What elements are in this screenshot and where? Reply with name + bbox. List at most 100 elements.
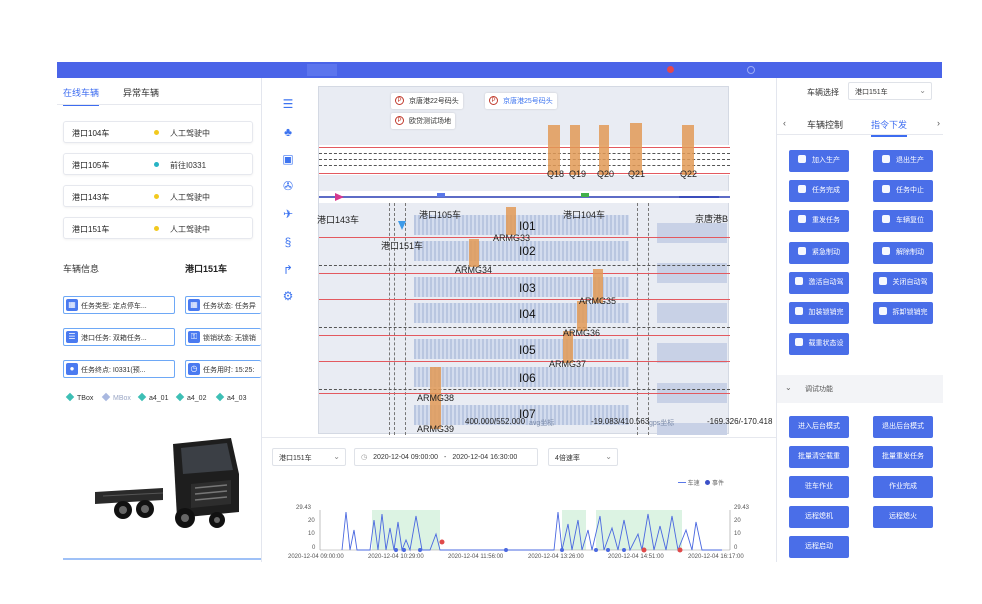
install-lock-button[interactable]: 加装锁销完 [789,302,849,324]
event-point[interactable] [594,548,598,552]
remote-start-button[interactable]: 远程启动 [789,536,849,558]
quay-crane[interactable] [599,125,609,175]
clear-load-button[interactable]: 批量清空载重 [789,446,849,468]
vehicle-icon[interactable]: ▣ [282,152,294,166]
button-label: 远程熄火 [889,513,917,520]
time-range-picker[interactable]: ◷ 2020-12-04 09:00:00 - 2020-12-04 16:30… [354,448,538,466]
batch-resend-button[interactable]: 批量重发任务 [873,446,933,468]
vehicle-row[interactable]: 港口104车 人工驾驶中 [63,121,253,143]
remove-lock-button[interactable]: 拆卸锁销完 [873,302,933,324]
yard-crane[interactable] [469,239,479,267]
event-point[interactable] [641,547,647,553]
clock-icon: ◷ [188,363,200,375]
vehicle-row[interactable]: 港口151车 人工驾驶中 [63,217,253,239]
remote-shutdown-button[interactable]: 远程熄机 [789,506,849,528]
chevron-right-icon[interactable]: › [937,118,940,128]
emergency-brake-button[interactable]: 紧急制动 [789,242,849,264]
operation-complete-button[interactable]: 作业完成 [873,476,933,498]
speed-select[interactable]: 4倍速率⌄ [548,448,618,466]
playback-vehicle-select[interactable]: 港口151车⌄ [272,448,346,466]
event-point[interactable] [394,548,398,552]
event-point[interactable] [606,548,610,552]
nav-item-active[interactable] [307,64,337,76]
yard-crane[interactable] [577,301,587,331]
vehicle-label[interactable]: 港口104车 [563,210,606,220]
settings-icon[interactable]: ⚙ [282,289,294,303]
vehicle-select[interactable]: 港口151车⌄ [848,82,932,100]
vehicle-label[interactable]: 港口143车 [317,215,360,225]
tab-online-vehicles[interactable]: 在线车辆 [63,86,100,106]
user-icon[interactable] [747,66,755,74]
event-point[interactable] [677,547,683,553]
event-point[interactable] [402,548,406,552]
event-point[interactable] [622,548,626,552]
vehicle-marker[interactable] [581,193,589,197]
parking-operation-button[interactable]: 驻车作业 [789,476,849,498]
vehicle-row[interactable]: 港口143车 人工驾驶中 [63,185,253,207]
block-label: I05 [519,343,536,357]
yard-block[interactable] [414,277,629,297]
route-icon[interactable]: § [284,235,292,249]
vehicle-reset-button[interactable]: 车辆复位 [873,210,933,232]
quay-crane[interactable] [548,125,560,175]
remote-engine-off-button[interactable]: 远程熄火 [873,506,933,528]
task-complete-button[interactable]: 任务完成 [789,180,849,202]
vehicle-marker[interactable] [335,193,344,201]
exit-production-button[interactable]: 退出生产 [873,150,933,172]
event-point[interactable] [504,548,508,552]
yard-block[interactable] [414,303,629,323]
join-production-button[interactable]: 加入生产 [789,150,849,172]
satellite-icon[interactable]: ✇ [282,179,294,193]
yard-block[interactable] [414,339,629,359]
load-status-button[interactable]: 载重状态设 [789,333,849,355]
poi-label: 京唐港25号码头 [503,98,553,105]
satellite-off-icon[interactable]: ✈ [282,207,294,221]
yard-crane[interactable] [506,207,516,235]
yard-block[interactable] [414,405,629,425]
event-point[interactable] [560,548,564,552]
yard-right [657,203,727,435]
yard-block[interactable] [414,241,629,261]
left-panel: 在线车辆 异常车辆 港口104车 人工驾驶中 港口105车 前往I0331 港口… [57,78,262,562]
vehicle-label[interactable]: 港口105车 [419,210,462,220]
quay-crane[interactable] [630,123,642,175]
tab-vehicle-control[interactable]: 车辆控制 [807,120,844,130]
vehicle-label[interactable]: 港口151车 [381,241,424,251]
vehicle-row[interactable]: 港口105车 前往I0331 [63,153,253,175]
resend-task-button[interactable]: 重发任务 [789,210,849,232]
event-point[interactable] [418,548,422,552]
vehicle-marker[interactable] [398,221,406,230]
yard-crane[interactable] [563,331,573,363]
parking-icon: P [395,116,404,125]
yard-crane[interactable] [430,367,441,429]
release-brake-button[interactable]: 解除制动 [873,242,933,264]
menu-icon[interactable]: ☰ [282,97,294,111]
task-abort-button[interactable]: 任务中止 [873,180,933,202]
vehicle-label[interactable]: 京唐港B [695,214,729,224]
tab-command[interactable]: 指令下发 [871,118,908,137]
exit-background-button[interactable]: 退出后台模式 [873,416,933,438]
enter-background-button[interactable]: 进入后台模式 [789,416,849,438]
vehicle-marker[interactable] [437,193,445,197]
quay-crane[interactable] [682,125,694,175]
event-point[interactable] [439,539,445,545]
brake-icon [798,247,806,255]
yard-block[interactable] [414,367,629,387]
users-icon[interactable]: ♣ [284,125,292,139]
yard-crane[interactable] [593,269,603,303]
yard-block[interactable] [414,215,629,235]
branch-icon[interactable]: ↱ [282,263,294,277]
tab-abnormal-vehicles[interactable]: 异常车辆 [123,88,160,98]
button-label: 拆卸锁销完 [892,309,928,316]
chevron-left-icon[interactable]: ‹ [783,118,786,128]
speed-chart[interactable] [262,500,776,563]
legend-tbox: TBox [65,392,93,402]
debug-header[interactable]: ⌄ 调试功能 [777,375,943,403]
activate-autodrive-button[interactable]: 激活自动驾 [789,272,849,294]
deactivate-autodrive-button[interactable]: 关闭自动驾 [873,272,933,294]
quay-crane[interactable] [570,125,580,175]
